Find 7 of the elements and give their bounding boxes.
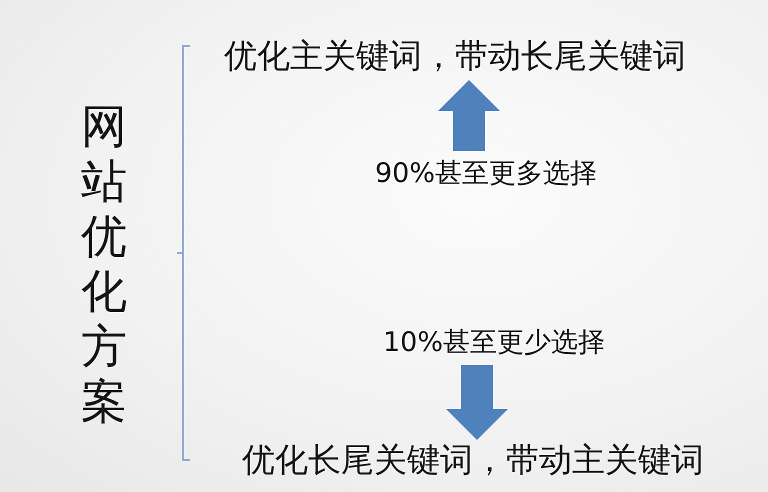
percentage-label: 10%甚至更少选择 (383, 326, 605, 359)
percentage-label: 90%甚至更多选择 (375, 157, 597, 190)
branch-text: 优化主关键词，带动长尾关键词 (224, 36, 686, 76)
vertical-heading: 网站优化方案 (81, 99, 127, 429)
branch-text: 优化长尾关键词，带动主关键词 (242, 440, 704, 480)
block-arrow (446, 365, 508, 440)
block-arrow (438, 80, 500, 151)
